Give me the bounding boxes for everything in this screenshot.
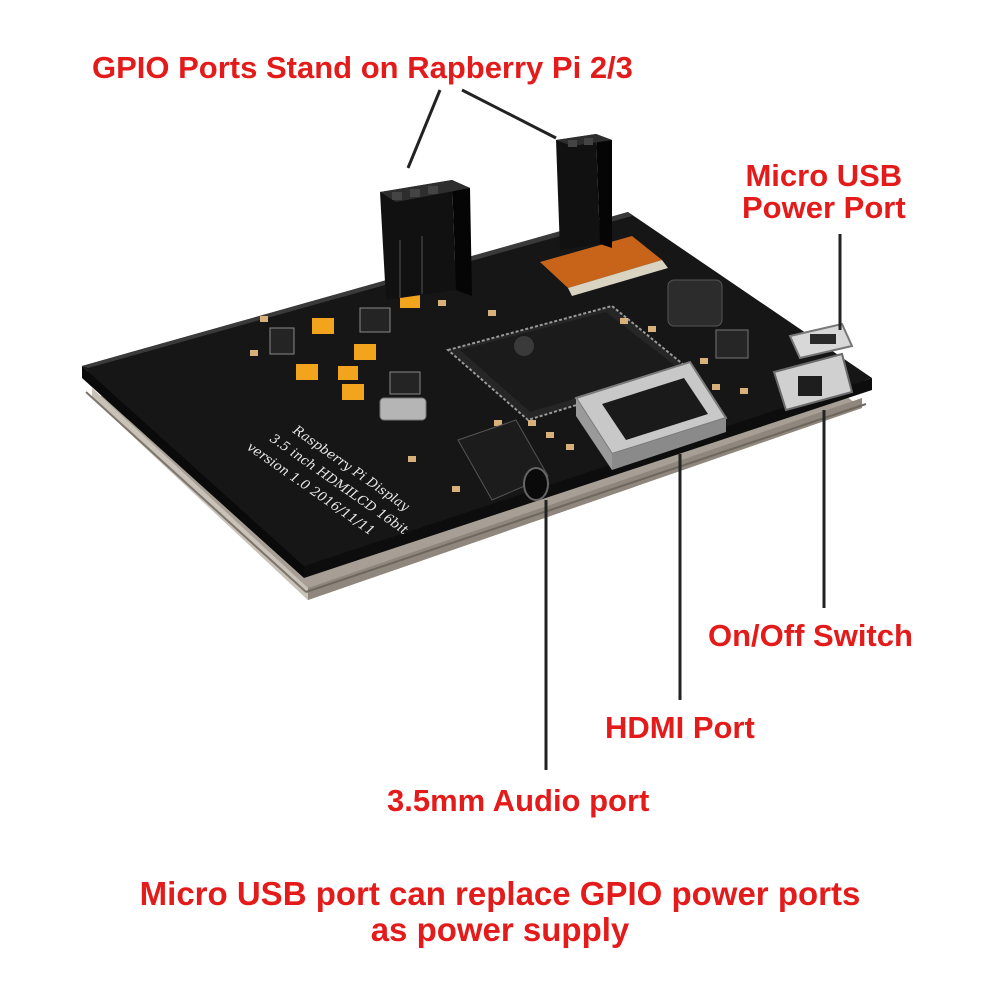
gpio-header-right bbox=[556, 134, 612, 250]
power-note-line-2: as power supply bbox=[370, 911, 630, 948]
leader-gpio-right bbox=[461, 88, 557, 140]
main-controller-chip bbox=[445, 304, 693, 422]
gpio-header-left bbox=[380, 180, 472, 300]
power-note-line-1: Micro USB port can replace GPIO power po… bbox=[139, 875, 861, 912]
leader-lines bbox=[406, 88, 842, 770]
micro-usb-label-line-1: Micro USB bbox=[745, 158, 903, 193]
micro-usb-port bbox=[788, 322, 854, 360]
inductor bbox=[667, 279, 723, 327]
micro-usb-label-line-2: Power Port bbox=[742, 190, 906, 225]
hdmi-port-label: HDMI Port bbox=[605, 710, 755, 745]
gpio-ports-label: GPIO Ports Stand on Rapberry Pi 2/3 bbox=[92, 50, 633, 85]
audio-jack bbox=[457, 419, 549, 501]
micro-usb-label: Micro USB Power Port bbox=[742, 160, 906, 224]
ribbon-connector bbox=[540, 236, 668, 296]
smd-components bbox=[250, 294, 749, 492]
power-note: Micro USB port can replace GPIO power po… bbox=[0, 876, 1000, 948]
on-off-switch-label: On/Off Switch bbox=[708, 618, 913, 653]
leader-gpio-left bbox=[406, 89, 442, 169]
audio-port-label: 3.5mm Audio port bbox=[387, 783, 650, 818]
hdmi-port bbox=[574, 360, 728, 470]
on-off-switch bbox=[772, 352, 854, 412]
